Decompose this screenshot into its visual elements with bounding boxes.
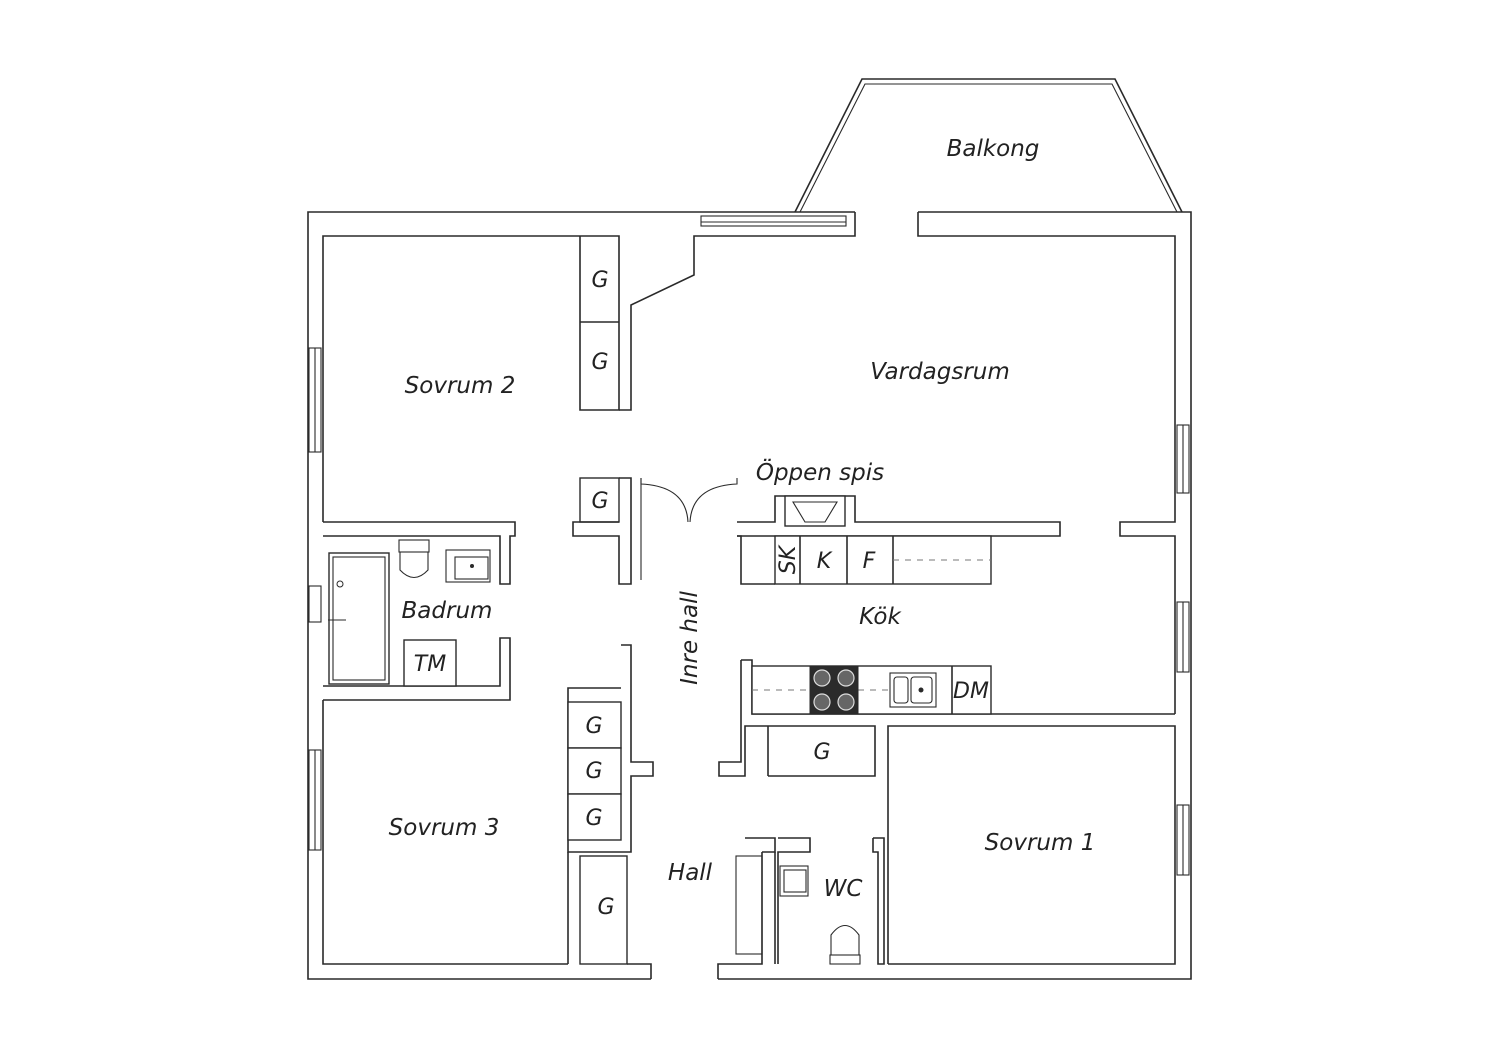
kitchen-lower-counter bbox=[751, 665, 992, 715]
double-door bbox=[640, 478, 738, 580]
room-label-sovrum-1: Sovrum 1 bbox=[985, 830, 1096, 856]
washing-machine-icon bbox=[403, 639, 457, 687]
room-label-inre-hall: Inre hall bbox=[677, 591, 703, 685]
room-label-hall: Hall bbox=[668, 860, 713, 886]
room-label-oppen-spis: Öppen spis bbox=[756, 458, 884, 486]
washing-machine-label: TM bbox=[414, 652, 446, 677]
stove-icon bbox=[809, 665, 859, 715]
bathtub-icon bbox=[328, 552, 390, 685]
wardrobe-label: G bbox=[591, 268, 608, 293]
bathroom-sink-icon bbox=[445, 549, 491, 583]
room-label-kok: Kök bbox=[859, 604, 902, 630]
wardrobe-label: G bbox=[591, 350, 608, 375]
room-label-sovrum-2: Sovrum 2 bbox=[405, 373, 516, 399]
wardrobe-label: G bbox=[591, 489, 608, 514]
dishwasher-label: DM bbox=[953, 679, 989, 704]
wc-toilet-icon bbox=[829, 924, 861, 965]
room-label-balkong: Balkong bbox=[947, 136, 1040, 162]
kitchen-upper-counter bbox=[774, 535, 992, 585]
room-label-badrum: Badrum bbox=[402, 598, 493, 624]
pantry-label: SK bbox=[776, 544, 801, 574]
freezer-label: F bbox=[863, 549, 876, 574]
wardrobe-label: G bbox=[585, 806, 602, 831]
wardrobe-label: G bbox=[597, 895, 614, 920]
outer-walls bbox=[307, 211, 1192, 980]
fridge-label: K bbox=[817, 549, 833, 574]
wardrobe-label: G bbox=[813, 740, 830, 765]
kitchen-sink-icon bbox=[889, 672, 937, 708]
windows bbox=[308, 215, 1190, 876]
wardrobe-label: G bbox=[585, 759, 602, 784]
balcony bbox=[794, 78, 1183, 213]
wc-sink-icon bbox=[779, 865, 809, 897]
room-label-wc: WC bbox=[824, 876, 863, 902]
room-label-sovrum-3: Sovrum 3 bbox=[389, 815, 500, 841]
fireplace bbox=[784, 495, 846, 527]
wardrobe-label: G bbox=[585, 714, 602, 739]
toilet-icon bbox=[398, 539, 430, 579]
room-label-vardagsrum: Vardagsrum bbox=[870, 359, 1010, 385]
